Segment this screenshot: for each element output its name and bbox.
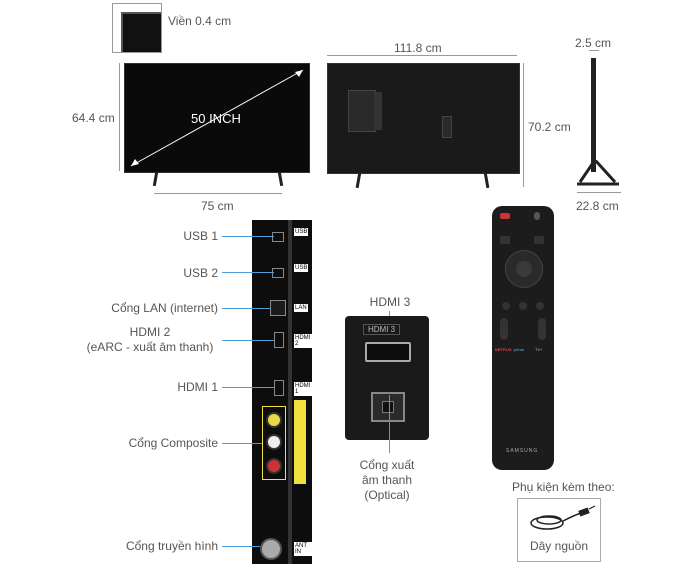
usb2-port — [272, 268, 284, 278]
optical-label-3: (Optical) — [364, 488, 410, 502]
mic-icon — [534, 212, 540, 220]
hdmi2-note-label: (eARC - xuất âm thanh) — [86, 340, 214, 354]
tv-side-view — [591, 58, 596, 172]
play-button — [536, 302, 544, 310]
hdmi2-label: HDMI 2 — [129, 325, 171, 339]
home-button — [519, 302, 527, 310]
volume-rocker — [500, 318, 508, 340]
depth-top-dim-line — [589, 50, 599, 51]
stand-width-label: 75 cm — [201, 199, 234, 213]
lan-panel-label: LAN — [294, 304, 308, 312]
prime-button: prime — [514, 347, 525, 352]
hdmi1-panel-label: HDMI 1 — [294, 382, 312, 396]
antenna-panel-label: ANT IN — [294, 542, 312, 556]
power-button — [500, 213, 510, 219]
height-front-label: 64.4 cm — [72, 111, 115, 125]
num-button — [500, 236, 510, 244]
back-stand-left — [355, 171, 362, 189]
usb2-label: USB 2 — [183, 266, 218, 280]
hdmi3-panel-label: HDMI 3 — [363, 324, 401, 335]
remote-control: NETFLIX prime TV+ SAMSUNG — [492, 206, 554, 470]
port-panel: USB USB LAN HDMI 2 HDMI 1 ANT IN — [252, 220, 312, 564]
netflix-button: NETFLIX — [495, 347, 512, 352]
dpad-center — [516, 261, 532, 277]
height-front-dim-line — [119, 63, 120, 171]
composite-label: Cổng Composite — [128, 436, 218, 450]
lan-port — [270, 300, 286, 316]
usb1-label: USB 1 — [183, 229, 218, 243]
front-stand-left — [152, 171, 159, 187]
back-button — [502, 302, 510, 310]
stand-width-dim-line — [154, 193, 282, 194]
optical-label-2: âm thanh — [361, 473, 413, 487]
composite-audio-r-jack — [266, 458, 282, 474]
height-total-dim-line — [523, 63, 524, 187]
composite-label-strip — [294, 400, 306, 484]
depth-stand-dim-line — [577, 192, 621, 193]
usb1-port — [272, 232, 284, 242]
width-dim-line — [327, 55, 517, 56]
hdmi3-port — [365, 342, 411, 362]
composite-highlight-box — [262, 406, 286, 480]
lan-label: Cổng LAN (internet) — [111, 301, 218, 315]
hdmi3-optical-panel: HDMI 3 — [345, 316, 429, 440]
tvplus-button: TV+ — [535, 347, 543, 352]
power-cable-label: Dây nguồn — [529, 539, 589, 553]
dpad-ring — [505, 250, 543, 288]
bezel-label: Viền 0.4 cm — [168, 14, 232, 28]
side-stand-icon — [577, 160, 619, 186]
composite-audio-l-jack — [266, 434, 282, 450]
hdmi2-panel-label: HDMI 2 — [294, 334, 312, 348]
diagonal-arrow-icon — [130, 69, 304, 167]
tv-front-screen: 50 INCH — [124, 63, 310, 173]
color-button — [534, 236, 544, 244]
hdmi2-port — [274, 332, 284, 348]
remote-brand-label: SAMSUNG — [506, 448, 539, 454]
front-stand-right — [277, 171, 284, 187]
composite-video-jack — [266, 412, 282, 428]
optical-port — [371, 392, 405, 422]
tv-back-view — [327, 63, 520, 174]
width-label: 111.8 cm — [394, 41, 442, 55]
hdmi1-label: HDMI 1 — [177, 380, 218, 394]
height-total-label: 70.2 cm — [528, 120, 571, 134]
usb2-panel-label: USB — [294, 264, 309, 272]
channel-rocker — [538, 318, 546, 340]
optical-label-1: Cổng xuất — [359, 458, 415, 472]
bezel-inset — [112, 3, 162, 53]
back-stand-right — [483, 171, 490, 189]
depth-stand-label: 22.8 cm — [576, 199, 619, 213]
depth-top-label: 2.5 cm — [575, 36, 612, 50]
accessories-title: Phụ kiện kèm theo: — [512, 480, 615, 494]
screen-size-label: 50 INCH — [191, 111, 241, 126]
power-cable-icon — [530, 505, 596, 530]
hdmi3-label: HDMI 3 — [369, 295, 411, 309]
antenna-label: Cổng truyền hình — [125, 539, 218, 553]
usb1-panel-label: USB — [294, 228, 309, 236]
antenna-port — [260, 538, 282, 560]
hdmi1-port — [274, 380, 284, 396]
accessory-box: Dây nguồn — [517, 498, 601, 562]
